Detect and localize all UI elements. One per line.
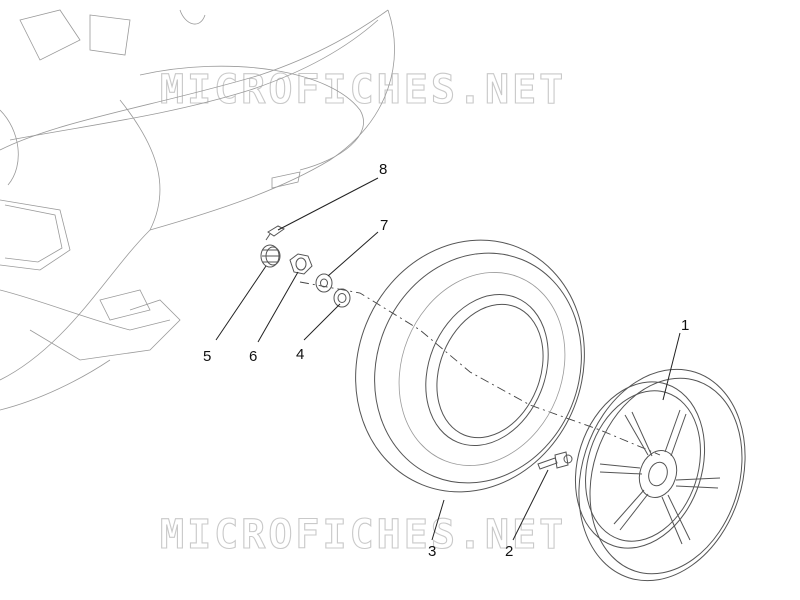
leader-line-2 (512, 469, 549, 541)
callout-1: 1 (681, 317, 689, 334)
leader-line-3 (431, 499, 445, 541)
leader-line-5 (215, 265, 267, 341)
scooter-body-panel (0, 9, 395, 411)
callout-8: 8 (379, 161, 387, 178)
spring-washer (333, 288, 351, 308)
flat-washer (315, 273, 333, 293)
wheel-rim (574, 368, 746, 582)
leader-line-4 (303, 303, 341, 341)
callout-7: 7 (380, 217, 388, 234)
callout-2: 2 (505, 543, 513, 560)
leader-line-8 (277, 177, 379, 231)
callout-4: 4 (296, 346, 304, 363)
callout-5: 5 (203, 348, 211, 365)
leader-line-7 (327, 231, 379, 277)
leader-line-1 (662, 332, 681, 401)
leader-line-6 (257, 271, 299, 343)
tyre-valve (537, 451, 573, 470)
watermark-top: MICROFICHES.NET (160, 67, 566, 113)
hex-nut (289, 253, 313, 275)
callout-3: 3 (428, 543, 436, 560)
tyre (355, 239, 585, 493)
cotter-pin (265, 225, 285, 241)
assembly-axis (299, 281, 661, 456)
callout-6: 6 (249, 348, 257, 365)
castle-nut (260, 244, 281, 268)
watermark-bottom: MICROFICHES.NET (160, 512, 566, 558)
